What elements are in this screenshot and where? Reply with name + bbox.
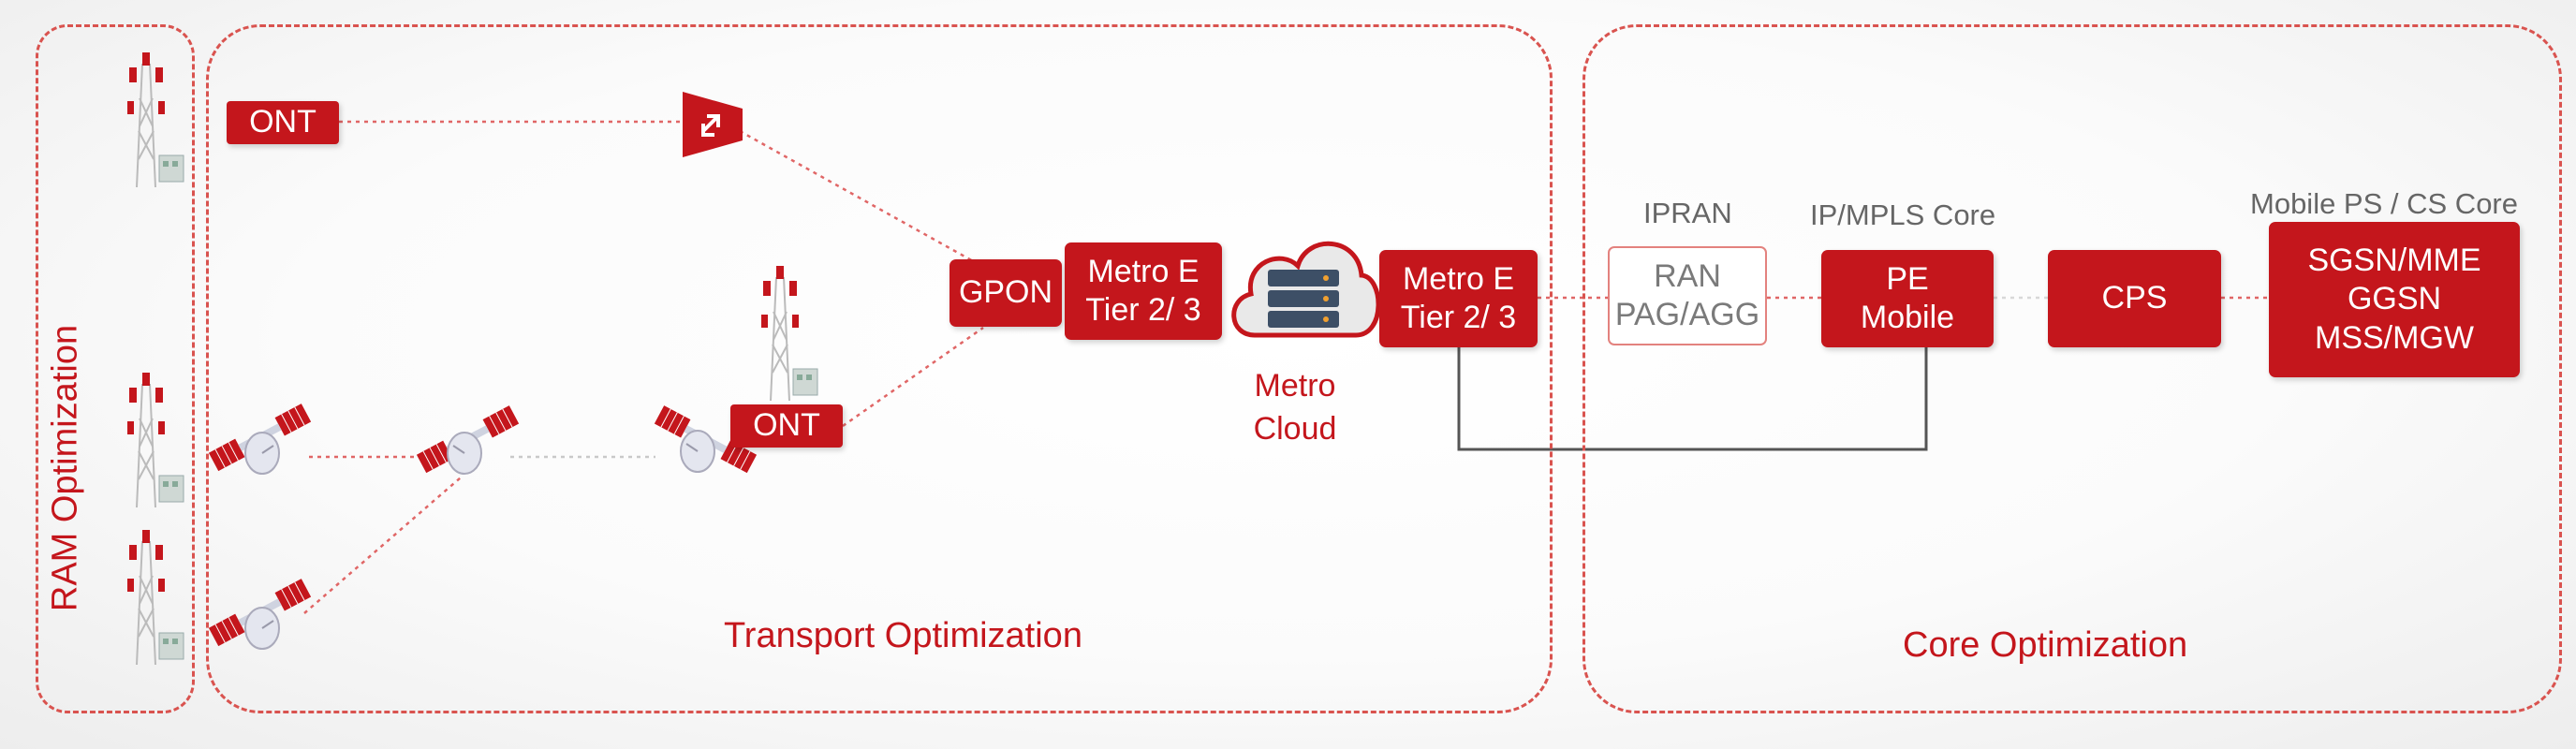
pe-mobile-node: PE Mobile xyxy=(1821,250,1994,347)
cell-tower-icon xyxy=(127,373,184,508)
ran-pag-agg-node: RAN PAG/AGG xyxy=(1608,246,1767,345)
mobile-core-node: SGSN/MME GGSN MSS/MGW xyxy=(2269,222,2520,377)
transport-optimization-label: Transport Optimization xyxy=(724,616,1082,655)
ont-node: ONT xyxy=(730,404,843,448)
cps-label: CPS xyxy=(2101,280,2168,316)
metro-cloud-line: Cloud xyxy=(1253,410,1337,447)
ram-optimization-label: RAM Optimization xyxy=(45,324,85,612)
ram-optimization-zone xyxy=(36,24,195,713)
cell-tower-icon xyxy=(127,530,184,666)
metro-e-line: Metro E xyxy=(1402,260,1515,297)
ran-line: PAG/AGG xyxy=(1614,297,1760,332)
gpon-label: GPON xyxy=(958,274,1053,311)
metro-e-line: Tier 2/ 3 xyxy=(1400,300,1517,335)
core-optimization-label: Core Optimization xyxy=(1903,625,2188,665)
ipran-header: IPRAN xyxy=(1643,197,1732,229)
mobile-ps-cs-core-header: Mobile PS / CS Core xyxy=(2250,187,2518,220)
metro-e-line: Metro E xyxy=(1087,253,1200,289)
ont-node: ONT xyxy=(227,101,339,144)
link-ont-gpon xyxy=(842,326,984,428)
microwave-dish-icon xyxy=(208,579,312,650)
metro-e-tier-node: Metro E Tier 2/ 3 xyxy=(1379,250,1538,347)
ip-mpls-core-header: IP/MPLS Core xyxy=(1810,198,1996,231)
metro-cloud-label: Metro Cloud xyxy=(1234,365,1356,451)
router-icon xyxy=(683,92,743,157)
server-cloud-icon xyxy=(1231,242,1381,338)
link-microwave-3 xyxy=(303,477,462,614)
pe-line: PE xyxy=(1886,260,1929,297)
transport-optimization-zone xyxy=(206,24,1553,713)
mobile-core-line: MSS/MGW xyxy=(2315,319,2474,356)
microwave-dish-icon xyxy=(416,405,520,475)
cell-tower-icon xyxy=(127,52,184,188)
ont-label: ONT xyxy=(753,407,820,444)
gpon-node: GPON xyxy=(949,259,1062,327)
metro-cloud-line: Metro xyxy=(1254,368,1336,404)
mobile-core-line: SGSN/MME xyxy=(2307,242,2481,278)
metro-e-tier-node: Metro E Tier 2/ 3 xyxy=(1065,242,1222,340)
microwave-dish-icon xyxy=(208,404,312,475)
cell-tower-icon xyxy=(761,266,818,402)
microwave-dish-icon xyxy=(654,405,758,474)
metro-e-line: Tier 2/ 3 xyxy=(1085,292,1201,328)
link-metro-pe-backhaul xyxy=(1457,345,1928,451)
cps-node: CPS xyxy=(2048,250,2221,347)
pe-line: Mobile xyxy=(1860,300,1955,335)
core-optimization-zone xyxy=(1582,24,2562,713)
ran-line: RAN xyxy=(1654,257,1721,294)
mobile-core-line: GGSN xyxy=(2347,281,2442,317)
ont-label: ONT xyxy=(249,104,316,140)
